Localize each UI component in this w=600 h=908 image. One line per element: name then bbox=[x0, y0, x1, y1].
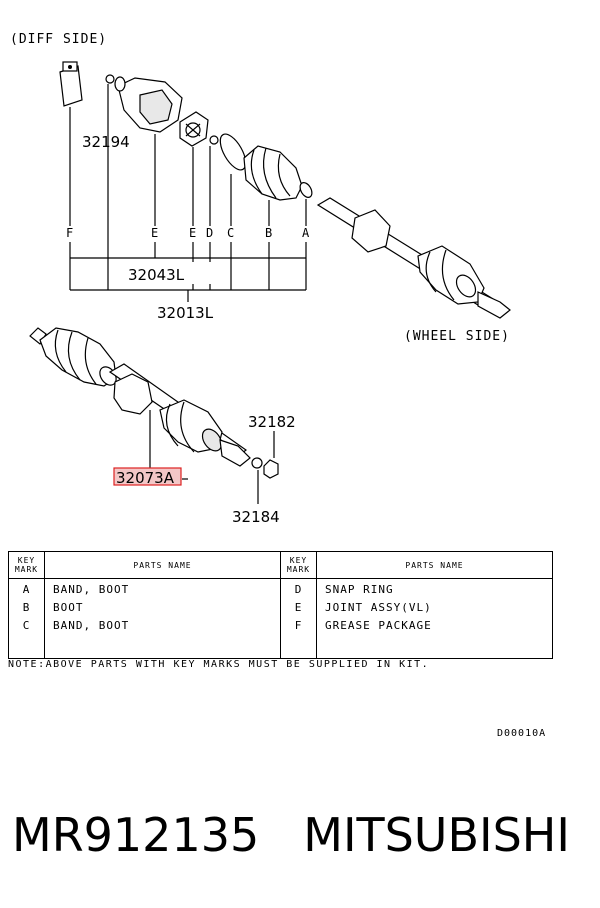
name-band-boot: BAND, BOOT bbox=[53, 583, 130, 596]
snap-ring-part bbox=[105, 74, 115, 84]
right-key-column: D E F bbox=[280, 578, 317, 659]
left-name-column: BAND, BOOT BOOT BAND, BOOT bbox=[44, 578, 281, 659]
wheel-side-label: (WHEEL SIDE) bbox=[404, 329, 510, 344]
highlighted-part-box bbox=[113, 467, 182, 486]
part-number-32194: 32194 bbox=[82, 133, 130, 151]
part-number-32184: 32184 bbox=[232, 508, 280, 526]
name-joint-assy: JOINT ASSY(VL) bbox=[325, 601, 432, 614]
key-letter-c: C bbox=[227, 226, 234, 240]
key-letter-f: F bbox=[66, 226, 73, 240]
part-number-32013l: 32013L bbox=[157, 304, 214, 322]
boot-band-part bbox=[219, 133, 247, 171]
diff-side-label: (DIFF SIDE) bbox=[10, 32, 107, 47]
name-grease-package: GREASE PACKAGE bbox=[325, 619, 432, 632]
part-number-32043l: 32043L bbox=[128, 266, 185, 284]
footer-part-number: MR912135 bbox=[12, 808, 260, 862]
nut-part bbox=[263, 459, 279, 479]
boot-part bbox=[243, 145, 303, 201]
key-f: F bbox=[294, 619, 303, 632]
key-letter-e2: E bbox=[189, 226, 196, 240]
name-snap-ring: SNAP RING bbox=[325, 583, 394, 596]
washer-part bbox=[251, 457, 263, 469]
part-number-32073a: 32073A bbox=[116, 469, 175, 487]
grease-package-part bbox=[59, 61, 83, 107]
right-name-column: SNAP RING JOINT ASSY(VL) GREASE PACKAGE bbox=[316, 578, 553, 659]
joint-housing-part bbox=[114, 76, 183, 133]
drive-shaft-assembly bbox=[29, 327, 251, 467]
key-a: A bbox=[22, 583, 31, 596]
drawing-code: D00010A bbox=[497, 728, 547, 739]
key-letter-a: A bbox=[302, 226, 310, 240]
parts-name-header-right: PARTS NAME bbox=[316, 551, 553, 579]
footer-brand: MITSUBISHI bbox=[303, 808, 570, 862]
key-letter-e1: E bbox=[151, 226, 158, 240]
name-boot: BOOT bbox=[53, 601, 84, 614]
left-key-column: A B C bbox=[8, 578, 45, 659]
key-d: D bbox=[294, 583, 303, 596]
part-number-32182: 32182 bbox=[248, 413, 296, 431]
snap-ring-2-part bbox=[209, 135, 219, 145]
tripod-part bbox=[179, 111, 209, 147]
key-letter-b: B bbox=[265, 226, 272, 240]
drive-shaft-upper bbox=[316, 197, 511, 319]
kit-note: NOTE:ABOVE PARTS WITH KEY MARKS MUST BE … bbox=[8, 659, 430, 670]
parts-name-header-left: PARTS NAME bbox=[44, 551, 281, 579]
small-band-part bbox=[299, 182, 313, 198]
name-band-boot-2: BAND, BOOT bbox=[53, 619, 130, 632]
exploded-parts-diagram: (DIFF SIDE) (WHEEL SIDE) bbox=[10, 32, 511, 526]
key-letter-d: D bbox=[206, 226, 213, 240]
key-b: B bbox=[22, 601, 31, 614]
footer-caption: MR912135 MITSUBISHI bbox=[12, 808, 570, 862]
key-c: C bbox=[22, 619, 31, 632]
key-e: E bbox=[294, 601, 303, 614]
